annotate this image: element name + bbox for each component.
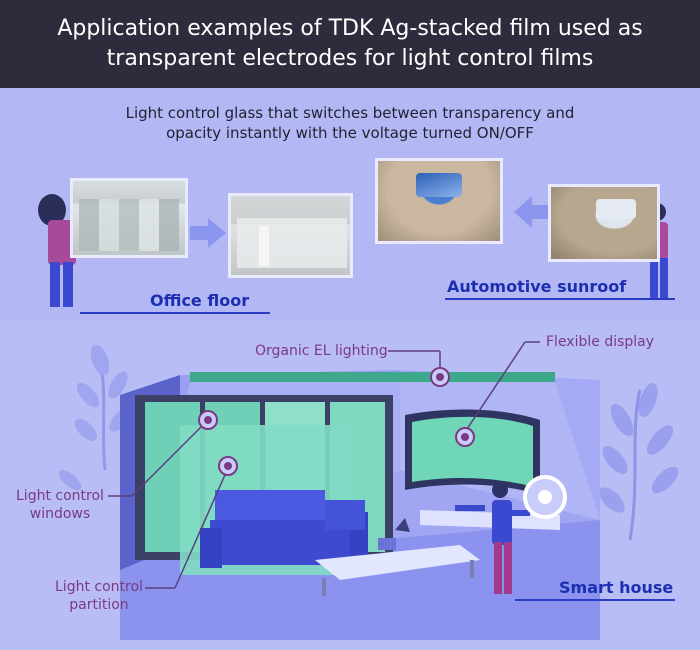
subtitle-line2: opacity instantly with the voltage turne… (166, 124, 534, 142)
header-title-line2: transparent electrodes for light control… (106, 46, 594, 71)
smart-house-label: Smart house (559, 578, 674, 597)
automotive-sunroof-label: Automotive sunroof (447, 277, 627, 296)
office-photo-transparent (70, 178, 188, 258)
arrow-left-icon (514, 196, 548, 228)
flexible-display-label: Flexible display (546, 334, 655, 350)
smart-house-underline (515, 599, 675, 601)
light-control-partition-label: Light control partition (55, 579, 143, 613)
light-control-windows-label: Light control windows (16, 488, 104, 522)
sofa-icon (200, 490, 368, 568)
subtitle-line1: Light control glass that switches betwee… (125, 104, 575, 122)
automotive-sunroof-underline (445, 298, 675, 300)
header-banner: Application examples of TDK Ag-stacked f… (0, 0, 700, 88)
arrow-right-icon (190, 218, 226, 248)
callout-markers (198, 367, 475, 476)
plant-right-icon (599, 382, 679, 541)
person-smart-house-icon (492, 482, 530, 594)
office-floor-underline (80, 312, 270, 314)
sunroof-photo-transparent (375, 158, 503, 244)
sunroof-photo-opaque (548, 184, 660, 262)
organic-el-bar (190, 372, 555, 382)
office-floor-label: Office floor (150, 291, 250, 310)
header-title-line1: Application examples of TDK Ag-stacked f… (57, 16, 643, 41)
subtitle: Light control glass that switches betwee… (0, 103, 700, 143)
organic-el-lighting-label: Organic EL lighting (255, 343, 388, 359)
office-photo-opaque (228, 193, 353, 278)
coffee-table-icon (315, 518, 480, 596)
